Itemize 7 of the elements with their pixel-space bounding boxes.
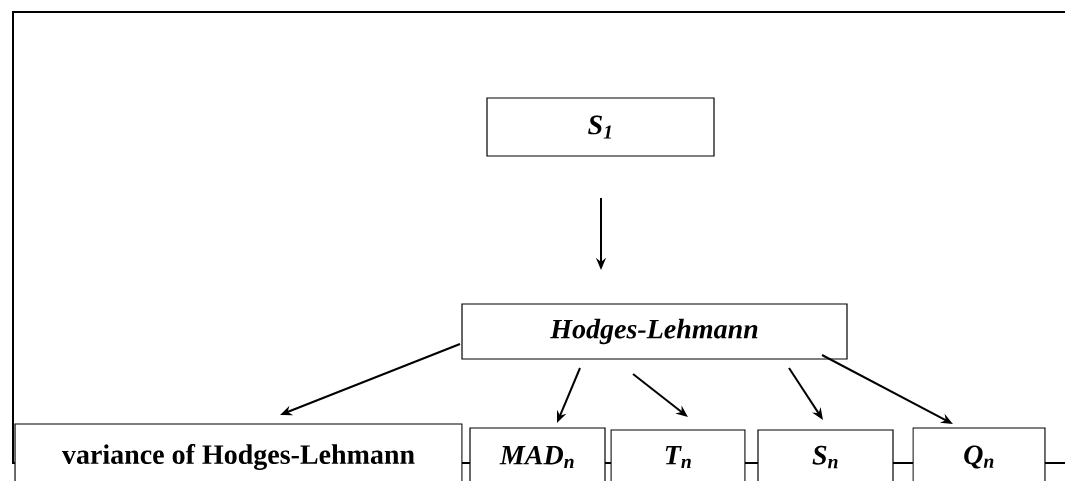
box: S$_{1}$	[486, 97, 715, 157]
box: Hodges-Lehmann	[461, 303, 848, 360]
box: T$_{n}$	[610, 429, 746, 481]
box: MAD$_{n}$	[469, 427, 606, 481]
box: variance of Hodges-Lehmann	[14, 423, 463, 481]
box: S$_{n}$	[757, 429, 894, 481]
box: Q$_{n}$	[912, 427, 1046, 481]
